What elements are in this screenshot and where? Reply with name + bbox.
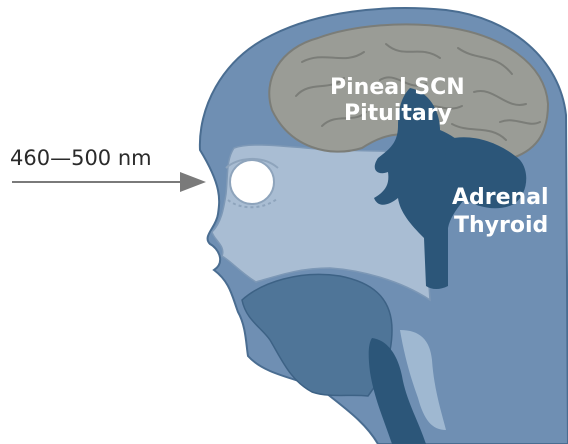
label-adrenal: Adrenal (452, 186, 549, 210)
eye (230, 160, 274, 204)
label-pituitary: Pituitary (344, 102, 452, 126)
light-arrow-head (180, 172, 206, 192)
label-pineal-scn: Pineal SCN (330, 76, 465, 100)
label-thyroid: Thyroid (454, 214, 548, 238)
wavelength-label: 460—500 nm (10, 146, 152, 170)
